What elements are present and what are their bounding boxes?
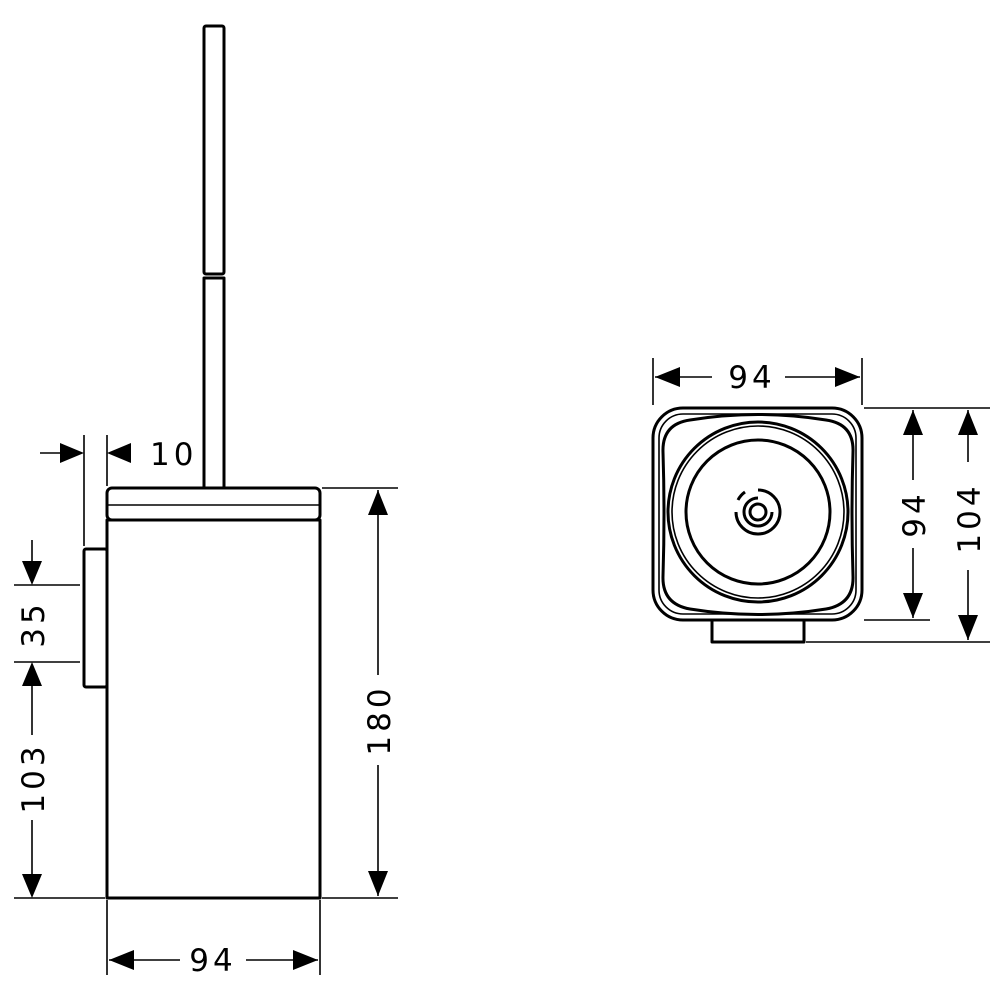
dim-mount-height: 35 [14,540,80,686]
dim-mount-height-label: 35 [16,600,52,647]
brush-handle-lower [202,276,226,490]
dim-wall-offset-label: 10 [150,437,197,473]
top-view [651,406,864,644]
dim-top-depth-total: 104 [806,410,990,643]
top-wall-bracket [710,618,806,644]
dim-top-depth: 94 [864,407,990,621]
dim-side-width: 94 [106,900,321,979]
dim-mount-base: 103 [14,686,105,899]
dim-top-width-label: 94 [728,360,775,396]
brush-spiral-icon [734,488,782,536]
dim-top-width: 94 [652,358,863,405]
wall-bracket [82,547,109,689]
dim-mount-base-label: 103 [16,742,52,813]
dim-wall-offset: 10 [40,435,197,546]
side-view [82,24,322,900]
dim-top-depth-total-label: 104 [952,482,988,553]
dim-top-depth-label: 94 [897,490,933,537]
dim-total-height: 180 [322,487,398,899]
holder-body [105,518,322,900]
holder-lid [105,486,322,522]
dim-total-height-label: 180 [362,684,398,755]
top-inner-ring [684,438,832,586]
brush-handle-upper [202,24,226,276]
top-outer-ring [666,420,850,604]
dim-side-width-label: 94 [189,943,236,979]
